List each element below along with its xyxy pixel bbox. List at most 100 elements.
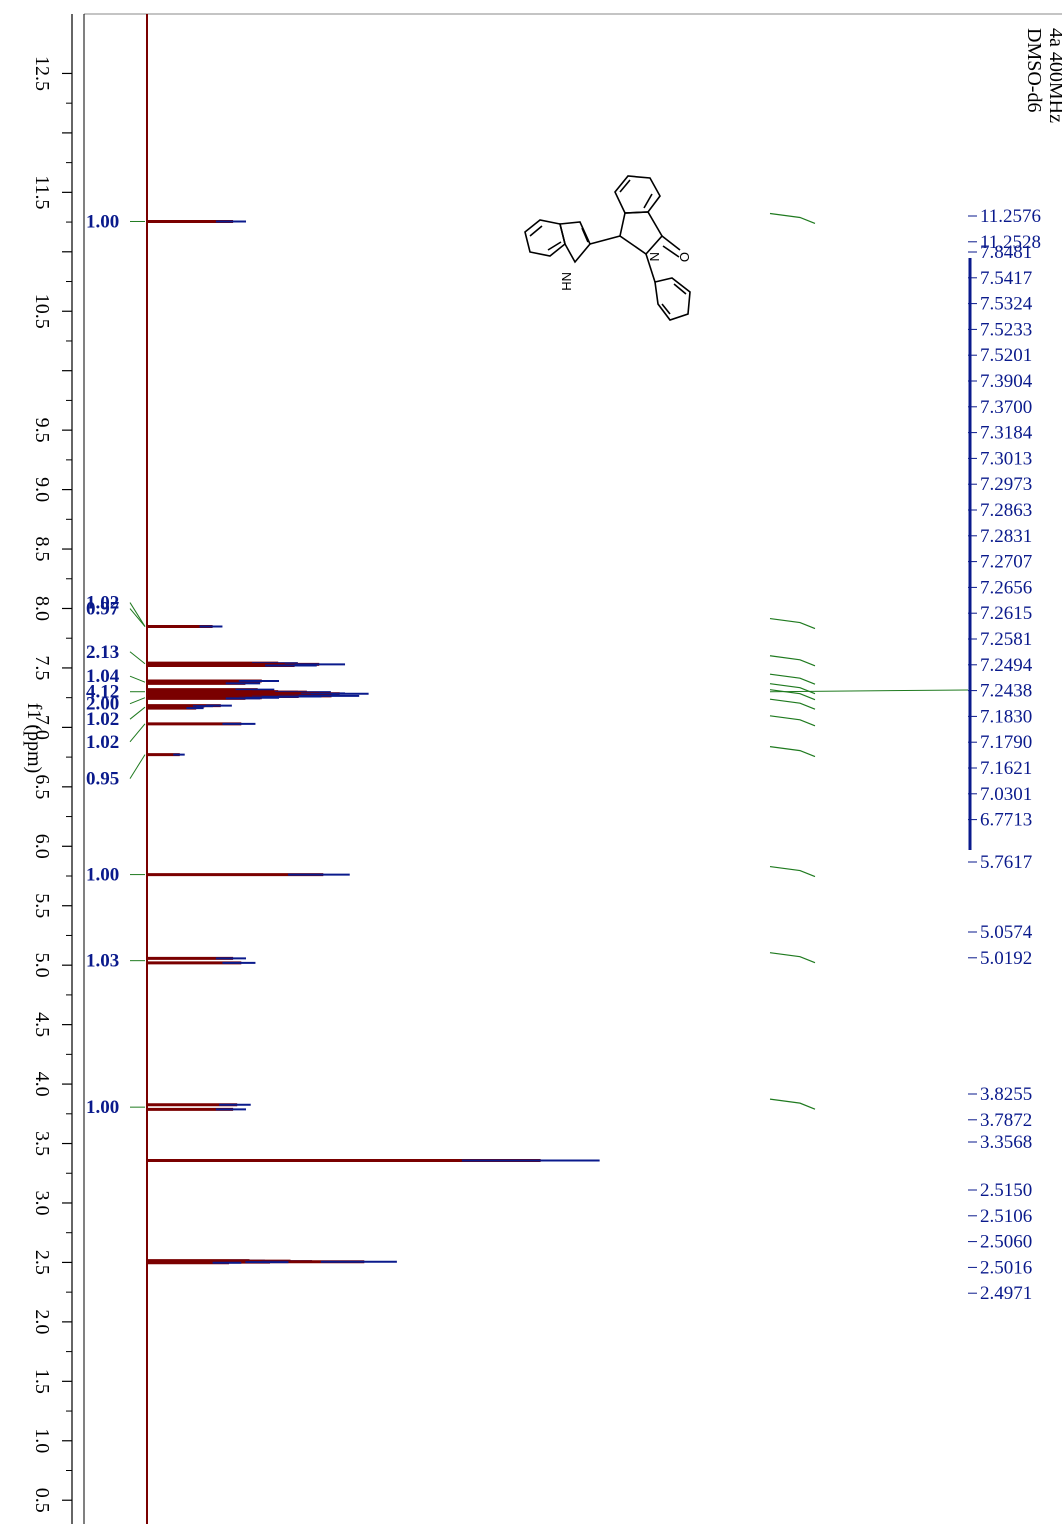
peak-label: 2.5150 xyxy=(980,1180,1032,1201)
integral-curve xyxy=(769,698,816,710)
tick-label: 2.0 xyxy=(31,1309,53,1334)
tick-label: 3.5 xyxy=(31,1131,53,1156)
integral-label: 1.00 xyxy=(86,211,119,232)
tick-label: 1.0 xyxy=(31,1428,53,1453)
peak-label: 7.5201 xyxy=(980,345,1032,366)
peak-label: 7.3184 xyxy=(980,423,1033,444)
title-line-2: DMSO-d6 xyxy=(1023,28,1045,112)
integral-connector xyxy=(129,675,146,683)
integral-connector xyxy=(129,754,146,779)
integral-connector xyxy=(129,651,146,665)
integral-label: 1.00 xyxy=(86,1097,119,1118)
integral-curve xyxy=(769,689,816,701)
integral-leader xyxy=(769,689,969,693)
integral-label: 1.04 xyxy=(86,666,120,687)
peak-label: 3.3568 xyxy=(980,1132,1032,1153)
peak-label: 7.5324 xyxy=(980,294,1033,315)
integral-curve xyxy=(769,617,816,630)
molecule-o-label: O xyxy=(677,252,692,262)
peak-label: 7.2581 xyxy=(980,629,1032,650)
integral-curve xyxy=(769,655,816,667)
integral-label: 1.02 xyxy=(86,593,119,614)
tick-label: 6.5 xyxy=(31,774,53,799)
title-line-1: 4a 400MHz xyxy=(1045,28,1062,123)
peak-label: 7.5417 xyxy=(980,268,1032,289)
peak-label: 5.0574 xyxy=(980,922,1033,943)
tick-label: 6.0 xyxy=(31,834,53,859)
peak-label: 7.1790 xyxy=(980,732,1032,753)
tick-label: 8.5 xyxy=(31,537,53,562)
integral-label: 4.12 xyxy=(86,682,119,703)
molecule-nh-label: NH xyxy=(559,272,574,291)
tick-label: 12.5 xyxy=(31,56,53,91)
integral-curve xyxy=(769,865,816,878)
peak-label: 7.5233 xyxy=(980,319,1032,340)
integral-label: 0.97 xyxy=(86,599,120,620)
peak-label: 7.1621 xyxy=(980,758,1032,779)
peak-label: 2.4971 xyxy=(980,1283,1032,1304)
tick-label: 7.0 xyxy=(31,715,53,740)
tick-label: 9.0 xyxy=(31,477,53,502)
tick-label: 4.0 xyxy=(31,1072,53,1097)
integral-curve xyxy=(769,746,816,758)
peak-label: 7.2831 xyxy=(980,526,1032,547)
integral-connector xyxy=(129,697,146,705)
tick-label: 2.5 xyxy=(31,1250,53,1275)
integral-label: 1.03 xyxy=(86,951,119,972)
peak-label: 7.3013 xyxy=(980,448,1032,469)
tick-label: 4.5 xyxy=(31,1012,53,1037)
integral-curve xyxy=(769,212,816,225)
peak-label: 5.0192 xyxy=(980,948,1032,969)
integral-label: 2.13 xyxy=(86,642,119,663)
axis-title: f1 (ppm) xyxy=(23,703,45,774)
peak-label: 3.7872 xyxy=(980,1110,1032,1131)
peak-label: 11.2528 xyxy=(980,232,1041,253)
tick-label: 3.0 xyxy=(31,1190,53,1215)
integral-curve xyxy=(769,1098,816,1110)
tick-label: 5.0 xyxy=(31,953,53,978)
peak-label: 2.5060 xyxy=(980,1232,1032,1253)
tick-label: 5.5 xyxy=(31,893,53,918)
integral-curve xyxy=(769,673,816,685)
peak-label: 7.1830 xyxy=(980,706,1032,727)
peak-label: 7.2707 xyxy=(980,552,1032,573)
molecule-structure xyxy=(524,175,691,321)
integral-label: 1.02 xyxy=(86,709,119,730)
integral-curves xyxy=(769,212,816,1110)
integral-label: 0.95 xyxy=(86,769,119,790)
tick-label: 11.5 xyxy=(31,175,53,209)
integral-connector xyxy=(129,723,146,743)
peak-label: 7.2863 xyxy=(980,500,1032,521)
peak-label: 11.2576 xyxy=(980,206,1041,227)
integral-connector xyxy=(129,608,146,627)
integral-labels: 1.001.020.972.131.044.122.001.021.020.95… xyxy=(86,211,146,1118)
peak-label: 7.3904 xyxy=(980,371,1033,392)
tick-label: 10.5 xyxy=(31,294,53,329)
peak-label: 2.5016 xyxy=(980,1257,1032,1278)
integral-label: 2.00 xyxy=(86,694,119,715)
peak-label: 7.3700 xyxy=(980,397,1032,418)
peak-label: 7.2973 xyxy=(980,474,1032,495)
integral-curve xyxy=(769,715,816,727)
tick-label: 9.5 xyxy=(31,418,53,443)
peak-label: 6.7713 xyxy=(980,810,1032,831)
peak-label: 2.5106 xyxy=(980,1206,1032,1227)
peak-label: 7.2615 xyxy=(980,603,1032,624)
spectrum-title: 4a 400MHz DMSO-d6 xyxy=(1023,28,1062,123)
peak-label: 7.8481 xyxy=(980,242,1032,263)
peak-label: 5.7617 xyxy=(980,852,1032,873)
integral-curve xyxy=(769,952,816,964)
peak-label: 3.8255 xyxy=(980,1084,1032,1105)
integral-connector xyxy=(129,706,146,720)
peak-label: 7.2494 xyxy=(980,655,1033,676)
tick-label: 0.5 xyxy=(31,1488,53,1513)
tick-label: 7.5 xyxy=(31,655,53,680)
tick-label: 1.5 xyxy=(31,1369,53,1394)
integral-label: 1.02 xyxy=(86,732,119,753)
axis-ticks: 12.511.510.59.59.08.58.07.57.06.56.05.55… xyxy=(31,56,72,1513)
molecule-n-label: N xyxy=(647,252,662,261)
peak-label: 7.2438 xyxy=(980,681,1032,702)
spectrum-peaks xyxy=(147,219,600,1265)
